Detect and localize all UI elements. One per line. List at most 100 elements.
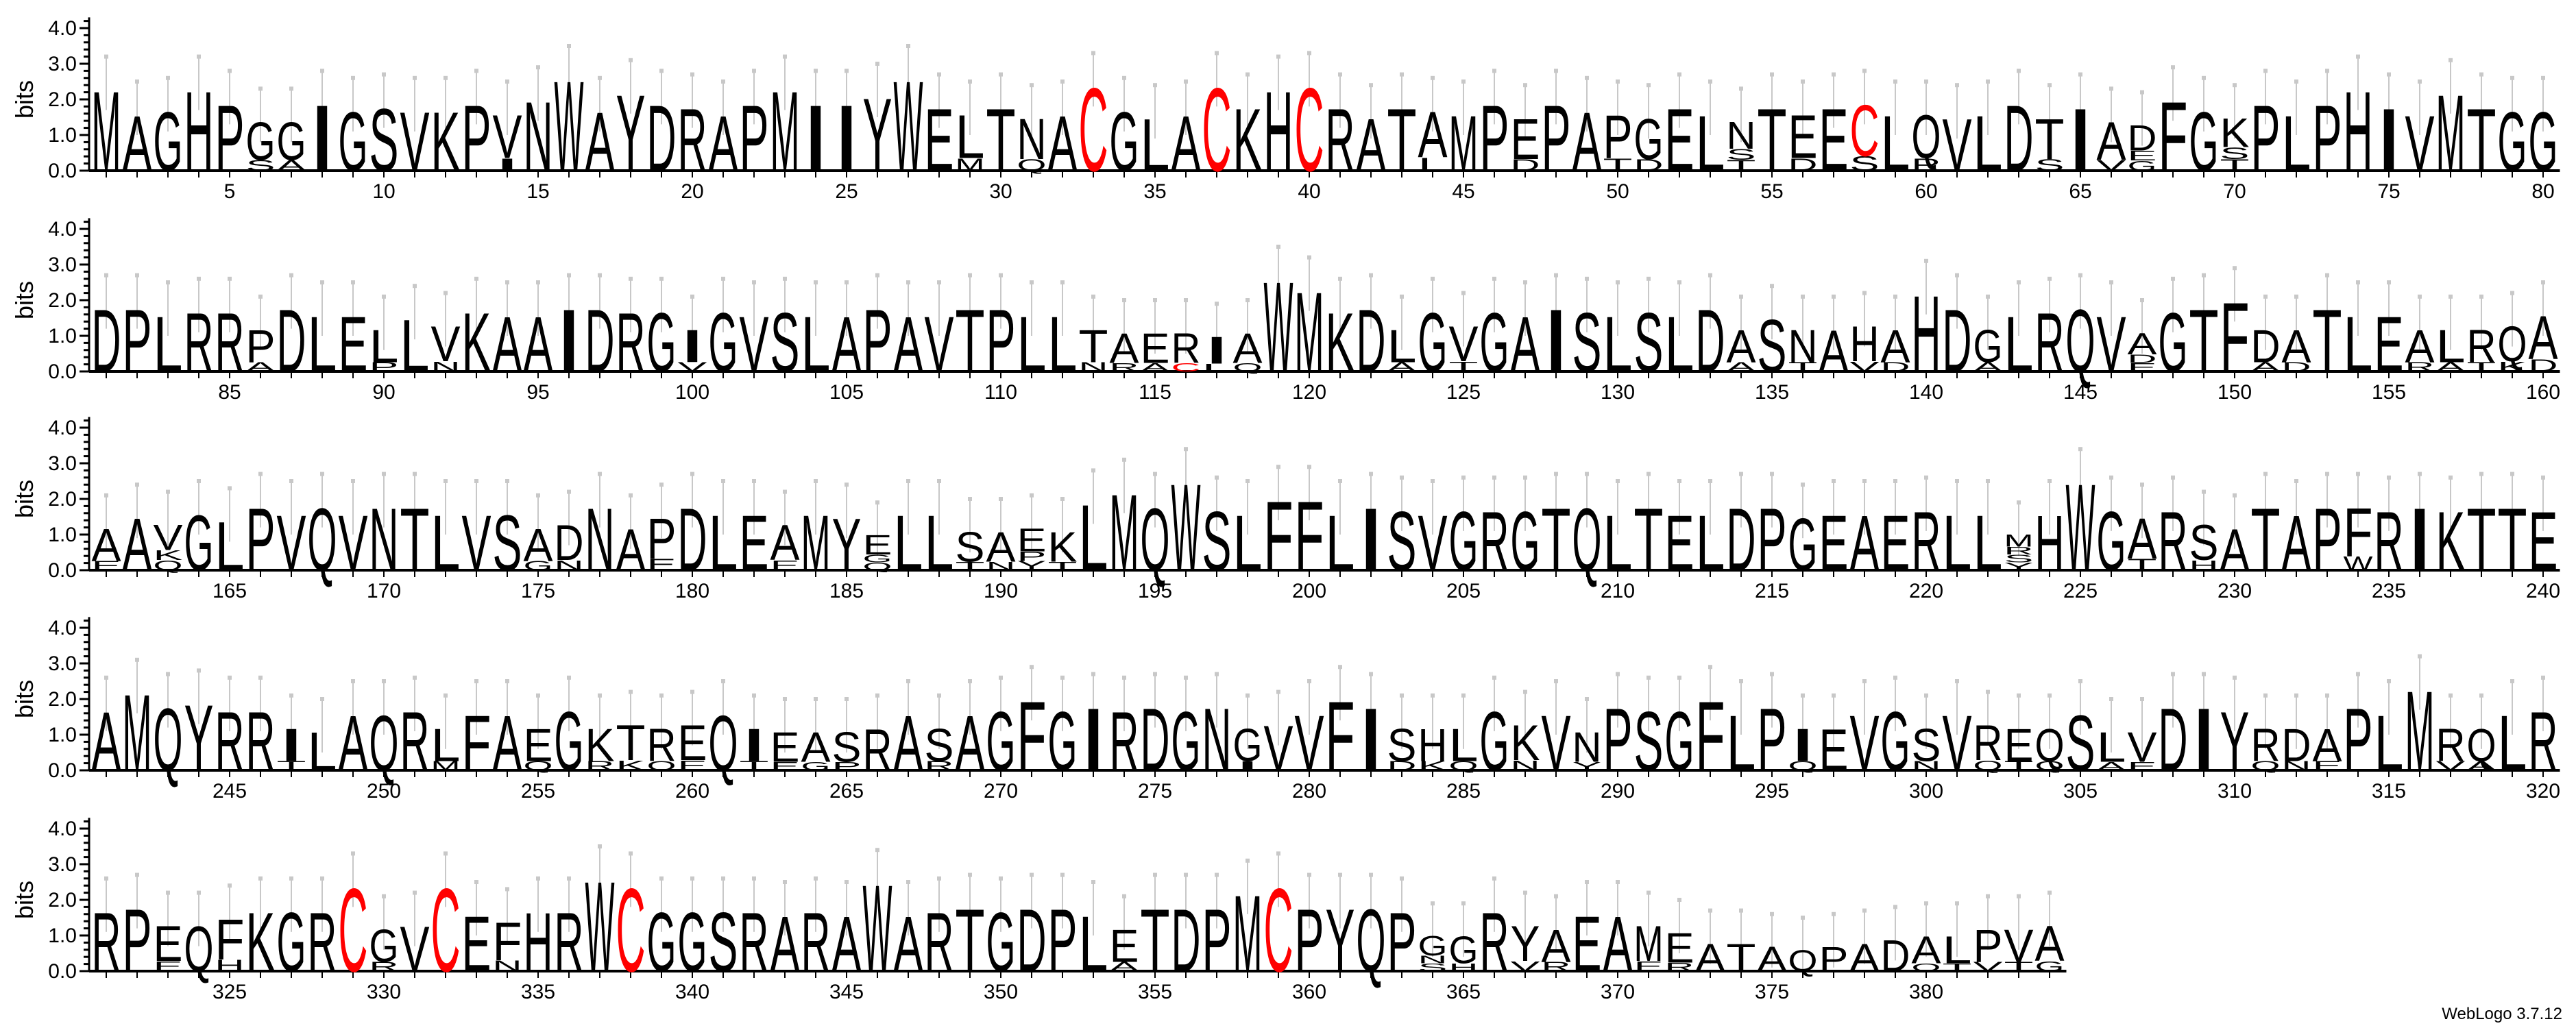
error-bar-cap <box>1307 465 1311 469</box>
error-bar-cap <box>413 75 417 80</box>
logo-letter: I <box>1233 759 1263 774</box>
logo-letter: G <box>369 920 399 972</box>
y-tick-label: 3.0 <box>48 53 77 75</box>
logo-letter: A <box>1850 499 1880 587</box>
error-bar-cap <box>1030 83 1034 88</box>
logo-letter: Q <box>308 489 337 589</box>
logo-letter: M <box>1110 472 1139 593</box>
logo-letter: R <box>1480 896 1509 990</box>
error-bar-cap <box>1554 69 1558 73</box>
logo-letter: F <box>2220 282 2250 393</box>
logo-letter: S <box>956 524 985 571</box>
logo-letter: P <box>986 291 1016 391</box>
error-bar-cap <box>1153 298 1157 302</box>
error-bar-cap <box>2541 675 2545 680</box>
error-bar-cap <box>1893 675 1897 680</box>
error-bar-cap <box>2109 280 2113 284</box>
logo-letter: G <box>246 111 276 171</box>
logo-letter: Y <box>616 72 646 194</box>
logo-letter: L <box>925 499 954 587</box>
logo-letter: A <box>524 300 553 389</box>
logo-letter: E <box>2128 759 2157 773</box>
logo-letter: G <box>647 296 677 390</box>
logo-letter: Y <box>184 686 214 791</box>
error-bar-cap <box>937 280 941 284</box>
logo-letter: A <box>2436 360 2466 375</box>
logo-letter: F <box>215 907 245 972</box>
error-bar-cap <box>1461 79 1466 84</box>
logo-letter: G <box>986 695 1016 789</box>
error-bar-cap <box>690 689 694 694</box>
logo-letter: R <box>215 695 245 789</box>
logo-letter: C <box>431 864 461 996</box>
logo-letter: L <box>2282 99 2311 188</box>
error-bar-cap <box>2202 273 2206 278</box>
x-tick-label: 115 <box>1139 381 1171 404</box>
logo-letter: A <box>770 515 800 571</box>
error-bar-cap <box>1585 276 1589 281</box>
x-tick-label: 315 <box>2372 780 2406 803</box>
error-bar-cap <box>258 675 263 680</box>
error-bar-cap <box>228 69 232 73</box>
x-tick-label: 215 <box>1755 580 1789 602</box>
error-bar-cap <box>1585 697 1589 701</box>
error-bar-cap <box>1338 665 1342 670</box>
error-bar-cap <box>2233 675 2237 680</box>
logo-letter: G <box>1511 495 1540 589</box>
logo-letter: F <box>1264 480 1293 591</box>
logo-letter: G <box>1665 695 1694 789</box>
logo-letter: D <box>1696 291 1725 391</box>
error-bar-cap <box>2418 79 2422 84</box>
logo-letter: D <box>1387 759 1417 774</box>
logo-letter: V <box>431 316 461 372</box>
logo-letter: R <box>2159 495 2188 589</box>
error-bar-cap <box>1461 901 1466 906</box>
error-bar-cap <box>1986 479 1990 483</box>
error-bar-cap <box>629 276 633 281</box>
logo-letter: T <box>2313 291 2342 391</box>
logo-letter: R <box>1665 960 1694 974</box>
logo-letter: L <box>1079 486 1108 591</box>
error-bar-cap <box>351 280 355 284</box>
error-bar-cap <box>2078 273 2082 278</box>
logo-letter: L <box>1943 929 1972 972</box>
logo-letter: D <box>1511 156 1540 175</box>
x-tick-label: 250 <box>367 780 401 803</box>
error-bar-cap <box>2356 672 2360 676</box>
logo-letter: R <box>2529 695 2558 789</box>
error-bar-cap <box>598 75 602 80</box>
logo-letter: T <box>1727 936 1756 980</box>
logo-letter: V <box>339 499 368 587</box>
error-bar-cap <box>999 72 1003 77</box>
error-bar-cap <box>1708 273 1712 278</box>
logo-letter: A <box>2529 304 2558 373</box>
logo-letter: K <box>1326 296 1355 390</box>
logo-letter: A <box>1850 936 1880 980</box>
error-bar-cap <box>1215 302 1219 306</box>
logo-letter: E <box>863 529 892 561</box>
error-bar-cap <box>2294 693 2298 698</box>
logo-letter: I <box>1079 689 1108 790</box>
error-bar-cap <box>1184 675 1188 680</box>
error-bar-cap <box>1770 72 1774 77</box>
logo-letter: D <box>92 291 121 391</box>
y-tick-label: 0.0 <box>48 759 77 782</box>
error-bar-cap <box>2078 72 2082 77</box>
logo-letter: L <box>1233 499 1263 587</box>
x-tick-label: 145 <box>2063 381 2098 404</box>
x-tick-label: 45 <box>1452 180 1474 203</box>
error-bar-cap <box>1739 294 1743 299</box>
y-tick-label: 1.0 <box>48 124 77 147</box>
logo-letter: A <box>2282 499 2311 587</box>
error-bar-cap <box>228 675 232 680</box>
error-bar-cap <box>1400 876 1404 881</box>
logo-letter: I <box>1357 489 1386 589</box>
logo-letter: E <box>1110 920 1139 972</box>
error-bar-cap <box>1122 675 1126 680</box>
logo-letter: R <box>801 896 831 990</box>
error-bar-cap <box>320 697 324 701</box>
logo-letter: N <box>369 489 399 589</box>
logo-letter: S <box>1387 495 1417 589</box>
logo-letter: T <box>1943 962 1973 974</box>
logo-letter: E <box>770 724 800 771</box>
